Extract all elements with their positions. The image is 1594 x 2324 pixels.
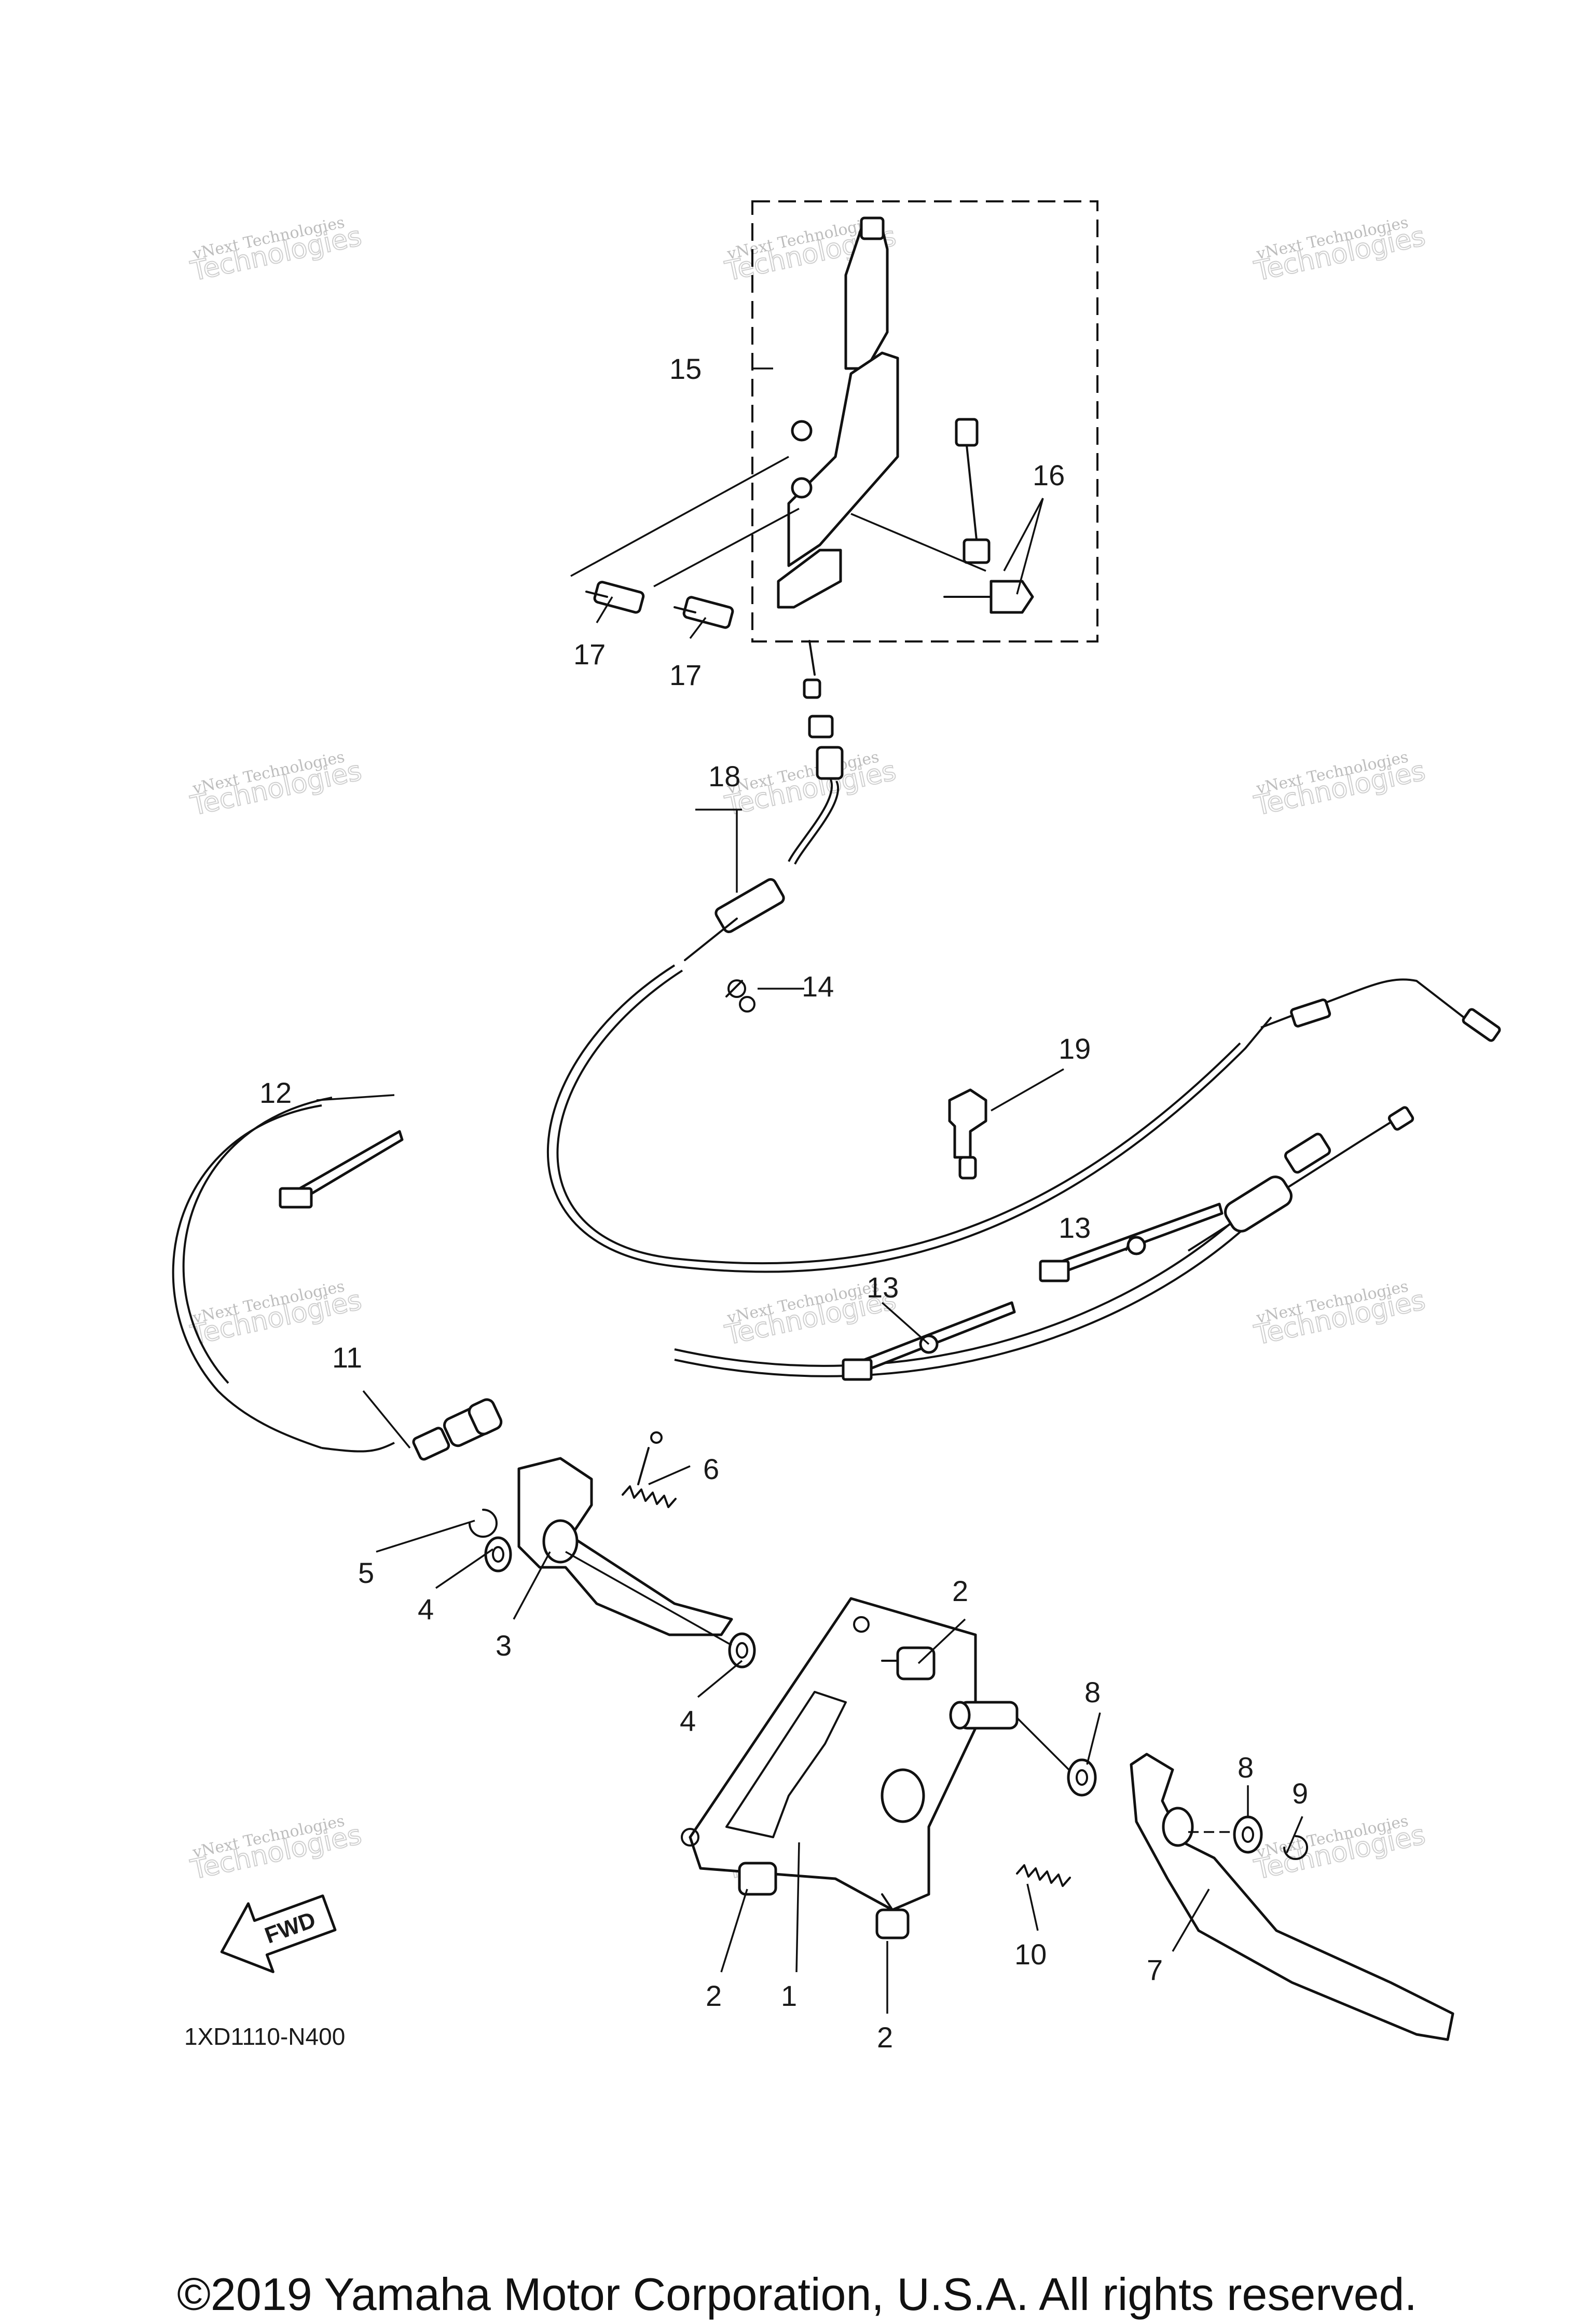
part-19-holder <box>948 1088 987 1180</box>
callout-4: 4 <box>680 1704 696 1737</box>
watermark: Technologies vNext Technologies <box>187 1277 365 1351</box>
part-4-washer <box>728 1632 756 1669</box>
callout-17: 17 <box>573 638 606 671</box>
assembly-box <box>751 200 1098 642</box>
part-5-clip <box>469 1509 498 1538</box>
part-17-bolt <box>585 581 645 614</box>
callout-15: 15 <box>669 352 702 385</box>
part-4-washer <box>484 1536 512 1573</box>
callouts: 15 16 17 17 18 14 19 12 13 13 11 6 5 4 3… <box>259 352 1308 2054</box>
diagram-code: 1XD1110-N400 <box>184 2023 345 2050</box>
callout-12: 12 <box>259 1076 292 1109</box>
cable-loop-outer-2 <box>556 969 1241 1265</box>
callout-8: 8 <box>1238 1751 1254 1784</box>
cable-end-upper-right <box>1260 978 1501 1042</box>
watermark: Technologies vNext Technologies <box>187 213 365 288</box>
part-13-tie-strap <box>1039 1202 1224 1282</box>
cable-end-lower-right <box>1187 1106 1414 1252</box>
callout-4: 4 <box>418 1593 434 1625</box>
part-14-clip <box>725 979 755 1013</box>
callout-11: 11 <box>332 1341 362 1374</box>
fwd-arrow-icon: FWD <box>220 1894 337 1973</box>
callout-5: 5 <box>358 1556 374 1589</box>
cable-11-loop <box>172 1104 322 1449</box>
watermark: Technologies vNext Technologies <box>1251 1277 1428 1351</box>
callout-14: 14 <box>802 970 834 1003</box>
callout-8: 8 <box>1084 1676 1101 1708</box>
part-shaft <box>949 1701 1019 1730</box>
callout-7: 7 <box>1147 1953 1163 1986</box>
watermark: Technologies vNext Technologies <box>1251 213 1428 288</box>
callout-13: 13 <box>1059 1211 1091 1244</box>
part-2-bolt <box>738 1862 777 1896</box>
part-11-cable-end <box>412 1398 503 1461</box>
callout-18: 18 <box>708 760 740 792</box>
callout-2: 2 <box>706 1979 722 2012</box>
callout-9: 9 <box>1292 1777 1308 1810</box>
part-13-tie-strap <box>842 1301 1016 1381</box>
part-9-clip <box>1283 1835 1308 1860</box>
callout-2: 2 <box>952 1575 968 1607</box>
callout-2: 2 <box>877 2021 893 2054</box>
watermark: Technologies vNext Technologies <box>187 748 365 822</box>
part-10-spring <box>1016 1864 1071 1887</box>
part-1-bracket <box>681 1597 977 1911</box>
part-3-arm <box>517 1457 733 1636</box>
part-2-bolt <box>875 1893 910 1939</box>
watermark: Technologies vNext Technologies <box>722 748 899 822</box>
callout-1: 1 <box>781 1979 797 2012</box>
callout-13: 13 <box>867 1271 899 1304</box>
part-12-tie-strap <box>279 1130 404 1209</box>
part-8-washer <box>1233 1815 1263 1854</box>
callout-19: 19 <box>1059 1032 1091 1065</box>
callout-16: 16 <box>1033 459 1065 491</box>
callout-17: 17 <box>669 659 702 691</box>
callout-3: 3 <box>496 1629 512 1662</box>
part-15-lever <box>777 216 899 609</box>
part-8-washer <box>1067 1758 1097 1797</box>
part-7-pedal <box>1130 1753 1454 2041</box>
watermark: Technologies vNext Technologies <box>1251 1812 1428 1886</box>
part-16-adjuster <box>943 418 1034 614</box>
part-17-bolt <box>674 596 734 629</box>
callout-10: 10 <box>1014 1938 1047 1971</box>
part-6-spring <box>622 1431 677 1508</box>
watermark: Technologies vNext Technologies <box>1251 748 1428 822</box>
cable-loop-outer <box>546 964 1272 1273</box>
watermark: Technologies vNext Technologies <box>187 1812 365 1886</box>
copyright-notice: ©2019 Yamaha Motor Corporation, U.S.A. A… <box>177 2268 1417 2320</box>
callout-6: 6 <box>703 1453 719 1485</box>
part-2-bolt <box>881 1646 936 1680</box>
watermarks: Technologies vNext Technologies Technolo… <box>187 213 1428 1886</box>
part-18-cable-end <box>684 640 844 961</box>
